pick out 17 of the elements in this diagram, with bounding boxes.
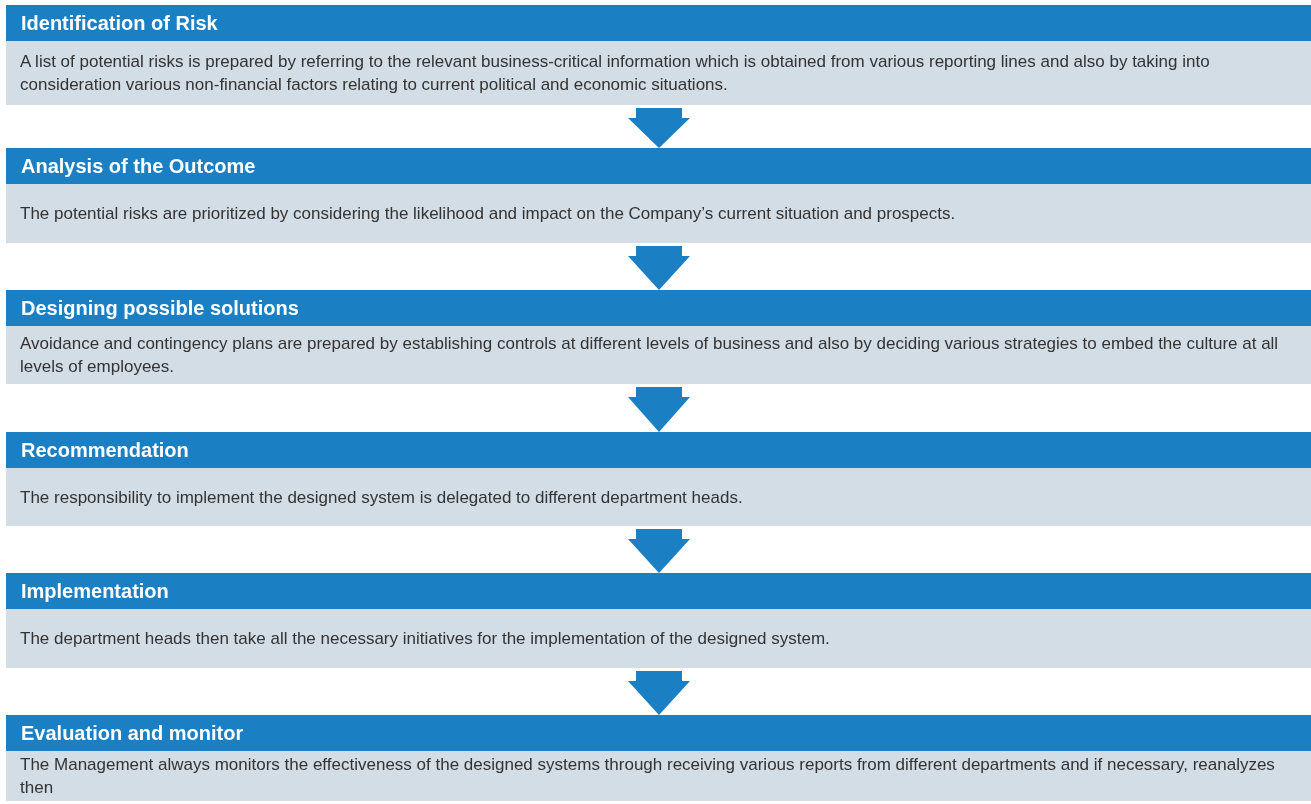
stage-description: The responsibility to implement the designed system is delegated to different department heads. [6,468,1311,526]
stage-title: Implementation [6,573,1311,609]
down-arrow [628,246,690,290]
stage-description: The department heads then take all the necessary initiatives for the implementation of the designed system. [6,609,1311,668]
stage-description: Avoidance and contingency plans are prepared by establishing controls at different levels of business and also by deciding various strategies to embed the culture at all levels of employees. [6,326,1311,384]
stage-title: Designing possible solutions [6,290,1311,326]
stage-description: The Management always monitors the effectiveness of the designed systems through receiving various reports from different departments and if necessary, reanalyzes then [6,751,1311,801]
down-arrow [628,387,690,432]
stage-title: Evaluation and monitor [6,715,1311,751]
stage-description: A list of potential risks is prepared by referring to the relevant business-critical information which is obtained from various reporting lines and also by taking into consideration various non-financial factors relating to current political and economic situations. [6,41,1311,105]
stage-description: The potential risks are prioritized by considering the likelihood and impact on the Company’s current situation and prospects. [6,184,1311,243]
down-arrow [628,529,690,573]
down-arrow [628,671,690,715]
stage-title: Recommendation [6,432,1311,468]
stage-title: Identification of Risk [6,5,1311,41]
down-arrow [628,108,690,148]
stage-title: Analysis of the Outcome [6,148,1311,184]
